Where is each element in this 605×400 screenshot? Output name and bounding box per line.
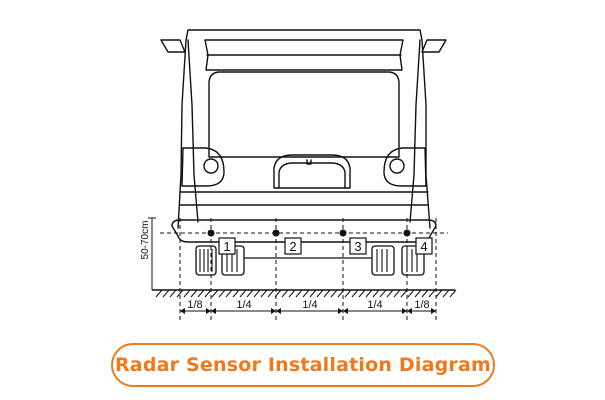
sensor-dot-2 bbox=[272, 229, 280, 237]
spacing-label-3: 1/4 bbox=[302, 299, 317, 311]
sensor-label-1: 1 bbox=[223, 239, 230, 254]
sensor-label-3: 3 bbox=[354, 239, 361, 254]
license-plate-recess bbox=[273, 154, 351, 189]
vehicle-side-right bbox=[409, 39, 421, 223]
left-tail-light bbox=[181, 147, 225, 187]
tire-left-outer bbox=[195, 245, 217, 276]
spacing-label-1: 1/8 bbox=[187, 299, 202, 311]
right-mirror bbox=[421, 39, 447, 53]
height-label: 50-70cm bbox=[140, 221, 151, 260]
height-dimension bbox=[148, 217, 156, 290]
right-tail-light bbox=[383, 147, 427, 187]
rear-bumper bbox=[171, 219, 437, 243]
sensor-label-2: 2 bbox=[289, 239, 296, 254]
rear-window bbox=[208, 71, 400, 158]
spacing-label-2: 1/4 bbox=[236, 299, 251, 311]
spacing-label-4: 1/4 bbox=[367, 299, 382, 311]
sensor-dot-4 bbox=[403, 229, 411, 237]
vehicle-body bbox=[177, 29, 431, 229]
tire-right-inner bbox=[371, 245, 395, 276]
ground bbox=[152, 289, 457, 298]
left-mirror bbox=[160, 39, 186, 53]
sensor-boxes: 1 2 3 4 bbox=[218, 237, 433, 255]
sensor-dot-1 bbox=[207, 229, 215, 237]
vehicle-side-left bbox=[187, 39, 199, 223]
sensor-label-4: 4 bbox=[420, 239, 427, 254]
installation-diagram: 1 2 3 4 50-70cm 1/8 1/4 1/4 1/4 1/8 bbox=[140, 29, 457, 320]
sensor-dot-3 bbox=[339, 229, 347, 237]
sensor-dots bbox=[207, 229, 411, 237]
diagram-title: Radar Sensor Installation Diagram bbox=[114, 354, 492, 376]
spacing-label-5: 1/8 bbox=[414, 299, 429, 311]
diagram-title-badge: Radar Sensor Installation Diagram bbox=[111, 343, 495, 387]
spacing-arrows bbox=[180, 308, 436, 314]
